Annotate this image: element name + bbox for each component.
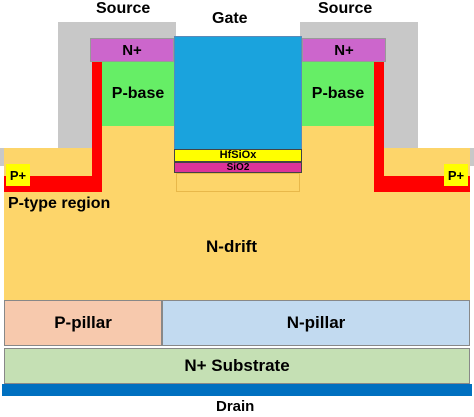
ptype-red-left-vertical: [92, 60, 102, 192]
sio2-layer: SiO2: [174, 162, 302, 173]
gate-label: Gate: [212, 10, 248, 27]
npillar-region: N-pillar: [162, 300, 470, 346]
nplus-left: N+: [90, 38, 174, 62]
sio2-label: SiO2: [226, 161, 250, 173]
ndrift-label: N-drift: [206, 237, 257, 256]
drain-metal: [2, 384, 472, 396]
substrate-region: N+ Substrate: [4, 348, 470, 384]
nplus-left-label: N+: [122, 41, 142, 59]
hfsiox-label: HfSiOx: [219, 149, 257, 161]
source-metal-right-top: [300, 22, 418, 40]
ptype-red-right-vertical: [374, 60, 384, 192]
pbase-right: P-base: [302, 62, 374, 126]
source-metal-right-vertical: [384, 22, 418, 166]
ppillar-region: P-pillar: [4, 300, 162, 346]
npillar-label: N-pillar: [286, 313, 346, 332]
pbase-left-label: P-base: [111, 85, 165, 102]
pbase-right-label: P-base: [311, 85, 365, 102]
drain-label: Drain: [216, 398, 255, 415]
pplus-left-label: P+: [9, 167, 27, 183]
substrate-label: N+ Substrate: [184, 356, 290, 375]
pplus-right: P+: [444, 164, 468, 186]
nplus-right: N+: [302, 38, 386, 62]
hfsiox-layer: HfSiOx: [174, 149, 302, 162]
pplus-right-label: P+: [447, 167, 465, 183]
gate-electrode: [174, 36, 302, 150]
source-metal-left-top: [58, 22, 176, 40]
source-right-label: Source: [318, 0, 373, 17]
ppillar-label: P-pillar: [54, 313, 112, 332]
ptype-region-label: P-type region: [8, 195, 111, 212]
source-left-label: Source: [96, 0, 151, 17]
pplus-left: P+: [6, 164, 30, 186]
pbase-left: P-base: [102, 62, 174, 126]
source-metal-left-vertical: [58, 22, 92, 166]
nplus-right-label: N+: [334, 41, 354, 59]
channel-outline: [176, 173, 300, 192]
